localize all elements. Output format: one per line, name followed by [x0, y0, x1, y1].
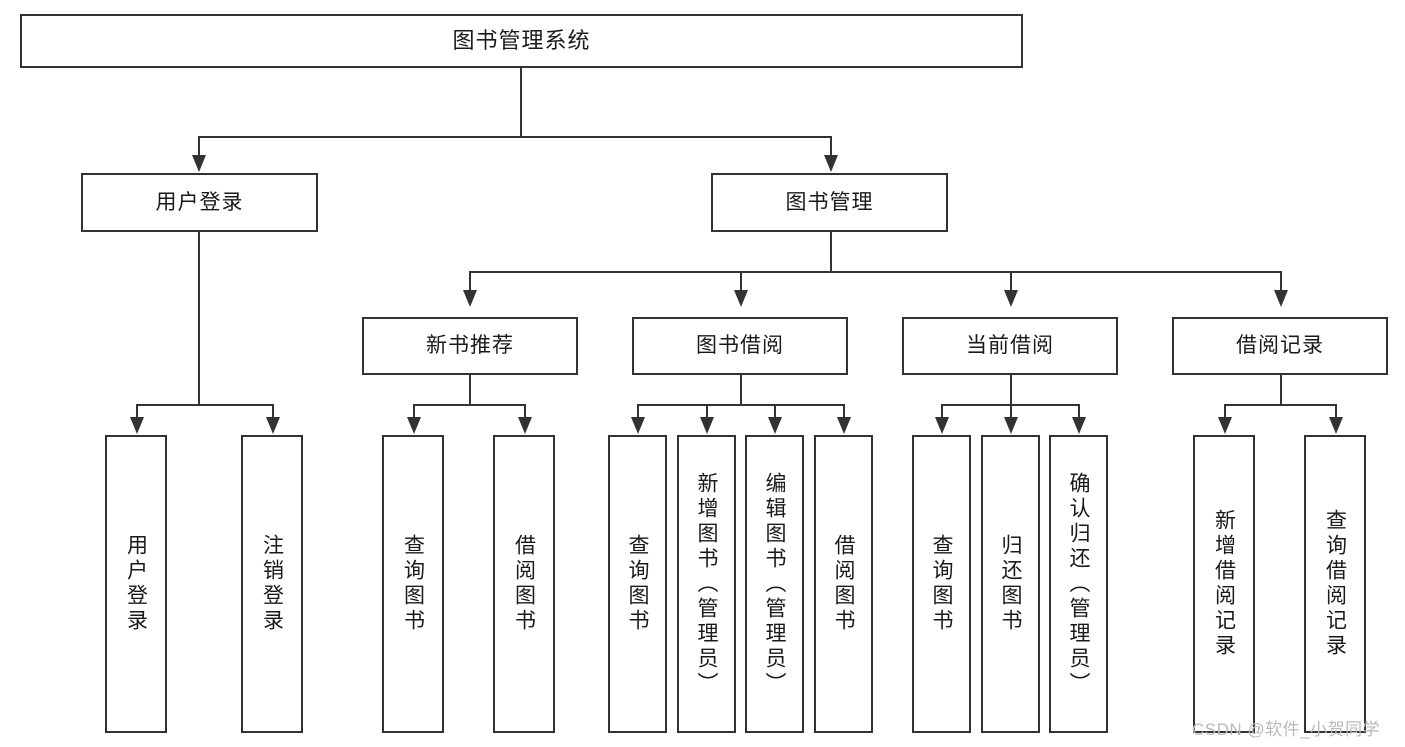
edge-cb-to-leaf-1 [941, 404, 943, 419]
edge-bm-to-borrow-record [1280, 271, 1282, 293]
edge-br-to-leaf-2 [1335, 404, 1337, 419]
edge-bb-bus [637, 404, 845, 406]
edge-root-to-book-management [830, 136, 832, 158]
leaf-confirm-return-admin[interactable]: 确认归还（管理员） [1049, 435, 1108, 733]
leaf-query-book-cb[interactable]: 查询图书 [912, 435, 971, 733]
node-current-borrow[interactable]: 当前借阅 [902, 317, 1118, 375]
leaf-query-book-nbr[interactable]: 查询图书 [382, 435, 444, 733]
node-user-login[interactable]: 用户登录 [81, 173, 318, 232]
node-book-borrow[interactable]: 图书借阅 [632, 317, 848, 375]
leaf-borrow-book-nbr[interactable]: 借阅图书 [493, 435, 555, 733]
edge-root-bus [198, 136, 832, 138]
arrow-nbr-to-leaf-1 [407, 417, 421, 434]
edge-user-login-to-leaf-2 [272, 404, 274, 419]
node-root-book-management-system[interactable]: 图书管理系统 [20, 14, 1023, 68]
edge-cb-stem [1010, 375, 1012, 406]
leaf-label: 确认归还（管理员） [1067, 471, 1090, 697]
leaf-add-borrow-record[interactable]: 新增借阅记录 [1193, 435, 1255, 733]
edge-bm-to-book-borrow [740, 271, 742, 293]
arrow-bm-to-borrow-record [1274, 290, 1288, 307]
node-label: 用户登录 [155, 190, 244, 214]
leaf-user-login[interactable]: 用户登录 [105, 435, 167, 733]
edge-cb-to-leaf-3 [1078, 404, 1080, 419]
leaf-label: 注销登录 [260, 534, 284, 634]
leaf-add-book-admin[interactable]: 新增图书（管理员） [677, 435, 736, 733]
edge-br-bus [1224, 404, 1337, 406]
edge-book-management-stem [830, 232, 832, 272]
leaf-logout[interactable]: 注销登录 [241, 435, 303, 733]
arrow-bb-to-leaf-1 [631, 417, 645, 434]
node-label: 新书推荐 [426, 334, 514, 358]
arrow-user-login-to-leaf-1 [130, 417, 144, 434]
edge-user-login-bus [136, 404, 272, 406]
edge-user-login-to-leaf-1 [136, 404, 138, 419]
leaf-label: 查询图书 [930, 534, 953, 634]
leaf-label: 归还图书 [999, 534, 1022, 634]
arrow-user-login-to-leaf-2 [266, 417, 280, 434]
leaf-label: 查询借阅记录 [1323, 509, 1347, 659]
edge-book-management-bus [469, 271, 1281, 273]
arrow-bb-to-leaf-3 [768, 417, 782, 434]
arrow-root-to-book-management [824, 155, 838, 172]
edge-bb-stem [740, 375, 742, 406]
edge-cb-to-leaf-2 [1010, 404, 1012, 419]
arrow-bb-to-leaf-4 [837, 417, 851, 434]
node-new-book-recommend[interactable]: 新书推荐 [362, 317, 578, 375]
edge-bb-to-leaf-3 [774, 404, 776, 419]
watermark-text: CSDN @软件_小贺同学 [1192, 720, 1381, 739]
edge-br-to-leaf-1 [1224, 404, 1226, 419]
edge-br-stem [1280, 375, 1282, 406]
leaf-query-book-bb[interactable]: 查询图书 [608, 435, 667, 733]
edge-bb-to-leaf-4 [843, 404, 845, 419]
watermark: CSDN @软件_小贺同学 [1192, 715, 1380, 740]
edge-nbr-to-leaf-1 [413, 404, 415, 419]
node-book-management[interactable]: 图书管理 [711, 173, 948, 232]
arrow-br-to-leaf-2 [1329, 417, 1343, 434]
node-label: 当前借阅 [966, 334, 1054, 358]
leaf-label: 借阅图书 [832, 534, 855, 634]
leaf-label: 查询图书 [626, 534, 649, 634]
leaf-return-book[interactable]: 归还图书 [981, 435, 1040, 733]
node-label: 图书管理系统 [452, 27, 591, 53]
edge-root-stem [520, 68, 522, 136]
arrow-bm-to-new-book-recommend [463, 290, 477, 307]
leaf-query-borrow-record[interactable]: 查询借阅记录 [1304, 435, 1366, 733]
arrow-bm-to-book-borrow [734, 290, 748, 307]
leaf-label: 编辑图书（管理员） [763, 471, 786, 697]
arrow-bb-to-leaf-2 [700, 417, 714, 434]
edge-user-login-stem [198, 232, 200, 406]
arrow-bm-to-current-borrow [1004, 290, 1018, 307]
leaf-edit-book-admin[interactable]: 编辑图书（管理员） [745, 435, 804, 733]
node-label: 图书借阅 [696, 334, 784, 358]
arrow-cb-to-leaf-1 [935, 417, 949, 434]
node-borrow-record[interactable]: 借阅记录 [1172, 317, 1388, 375]
arrow-cb-to-leaf-3 [1072, 417, 1086, 434]
edge-bm-to-new-book-recommend [469, 271, 471, 293]
edge-bb-to-leaf-1 [637, 404, 639, 419]
arrow-root-to-user-login [192, 155, 206, 172]
edge-root-to-user-login [198, 136, 200, 158]
node-label: 借阅记录 [1236, 334, 1324, 358]
edge-nbr-stem [469, 375, 471, 406]
node-label: 图书管理 [785, 190, 874, 214]
leaf-borrow-book-bb[interactable]: 借阅图书 [814, 435, 873, 733]
edge-nbr-bus [413, 404, 526, 406]
arrow-br-to-leaf-1 [1218, 417, 1232, 434]
edge-nbr-to-leaf-2 [524, 404, 526, 419]
leaf-label: 用户登录 [124, 534, 148, 634]
leaf-label: 借阅图书 [512, 534, 536, 634]
arrow-cb-to-leaf-2 [1004, 417, 1018, 434]
edge-bm-to-current-borrow [1010, 271, 1012, 293]
leaf-label: 新增借阅记录 [1212, 509, 1236, 659]
leaf-label: 查询图书 [401, 534, 425, 634]
edge-bb-to-leaf-2 [706, 404, 708, 419]
arrow-nbr-to-leaf-2 [518, 417, 532, 434]
leaf-label: 新增图书（管理员） [695, 471, 718, 697]
